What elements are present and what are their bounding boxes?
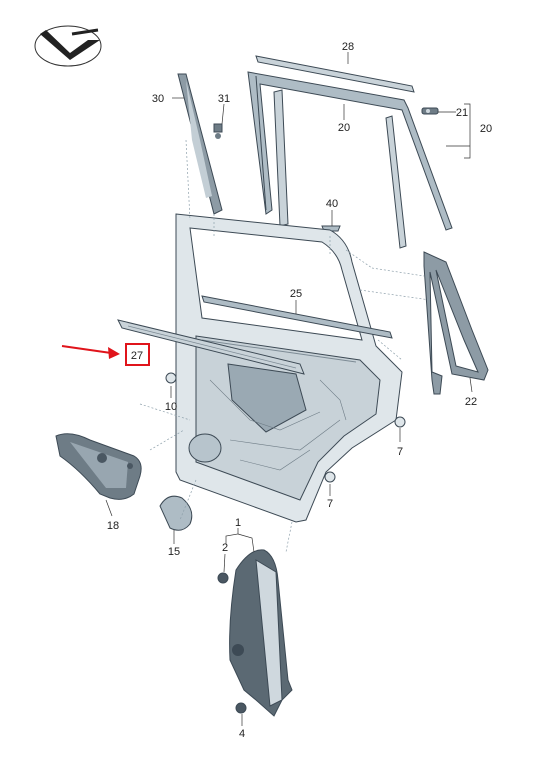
label-part-28: 28 (342, 41, 354, 53)
label-part-22: 22 (465, 396, 477, 408)
nut-2 (217, 572, 229, 584)
leader-lines (105, 52, 473, 726)
highlight-box (125, 343, 150, 366)
top-window-strip (255, 55, 415, 93)
label-part-30: 30 (152, 93, 164, 105)
label-part-20a: 20 (338, 122, 350, 134)
part-labels: 28 30 31 20 21 20 40 25 27 22 10 7 7 18 … (107, 41, 492, 740)
plug-10 (165, 372, 177, 384)
label-part-10: 10 (165, 401, 177, 413)
label-part-40: 40 (326, 198, 338, 210)
brand-logo (34, 25, 102, 67)
label-part-20b: 20 (480, 123, 492, 135)
label-part-7b: 7 (327, 498, 333, 510)
window-regulator (229, 549, 293, 717)
plug-7b (324, 471, 336, 483)
outer-seal-strip (117, 319, 305, 375)
label-part-31: 31 (218, 93, 230, 105)
assembly-guides (139, 139, 431, 553)
window-channel-frame (247, 71, 453, 249)
plug-7a (394, 416, 406, 428)
highlight-callout (61, 343, 150, 366)
small-clip-part (421, 107, 439, 115)
label-part-7a: 7 (397, 446, 403, 458)
nut-4 (235, 702, 247, 714)
label-part-27: 27 (131, 350, 143, 362)
speaker-cover (159, 495, 193, 531)
label-part-4: 4 (239, 728, 245, 740)
clip-part (213, 123, 223, 139)
label-part-25: 25 (290, 288, 302, 300)
pillar-trim (177, 73, 223, 215)
label-part-1: 1 (235, 517, 241, 529)
window-guide (423, 251, 489, 395)
inner-seal-strip (201, 295, 393, 339)
label-part-18: 18 (107, 520, 119, 532)
label-part-21: 21 (456, 107, 468, 119)
label-part-2: 2 (222, 542, 228, 554)
trim-bracket (55, 433, 142, 500)
label-part-15: 15 (168, 546, 180, 558)
